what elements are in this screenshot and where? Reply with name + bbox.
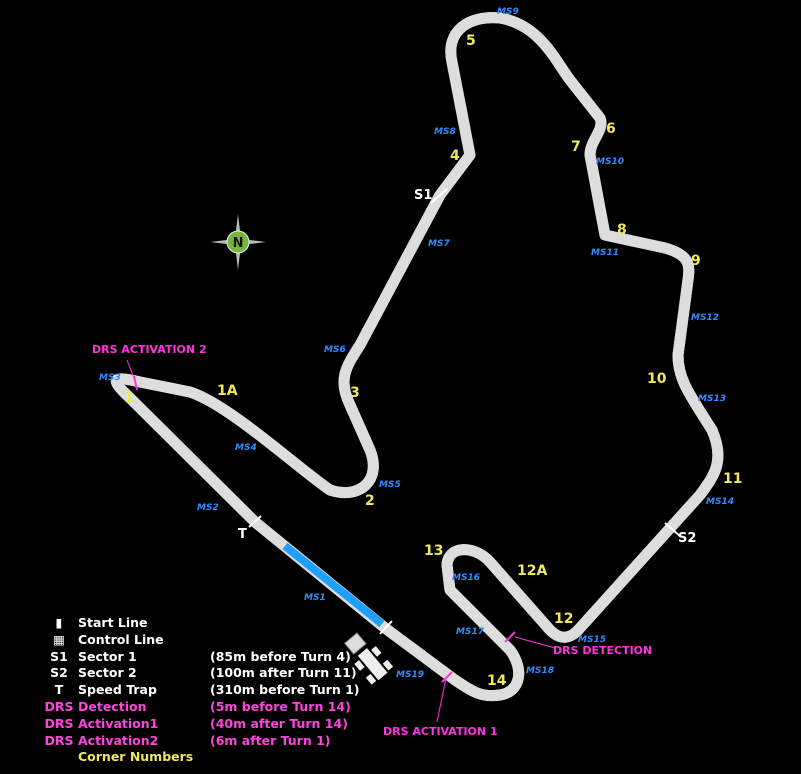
corner-5: 5 bbox=[466, 33, 476, 49]
corner-3: 3 bbox=[350, 385, 360, 401]
ms5: MS5 bbox=[379, 480, 401, 490]
ms18: MS18 bbox=[526, 666, 554, 676]
corner-6: 6 bbox=[606, 121, 616, 137]
ms1: MS1 bbox=[304, 593, 326, 603]
ms11: MS11 bbox=[591, 248, 619, 258]
corner-8: 8 bbox=[617, 222, 627, 238]
ms9: MS9 bbox=[497, 7, 519, 17]
corner-2: 2 bbox=[365, 493, 375, 509]
drs-lines bbox=[126, 359, 556, 723]
corner-9: 9 bbox=[691, 253, 701, 269]
mini-sectors: MS1 MS2 MS3 MS4 MS5 MS6 MS7 MS8 MS9 MS10… bbox=[99, 7, 734, 680]
ms19: MS19 bbox=[396, 670, 424, 680]
corner-13: 13 bbox=[424, 543, 443, 559]
ms2: MS2 bbox=[197, 503, 219, 513]
ms4: MS4 bbox=[235, 443, 257, 453]
ms7: MS7 bbox=[428, 239, 450, 249]
compass: N bbox=[210, 214, 266, 270]
corner-14: 14 bbox=[487, 673, 507, 689]
legend-row-corner-numbers: Corner Numbers bbox=[78, 749, 194, 765]
ms10: MS10 bbox=[596, 157, 624, 167]
drs-activation-1-label: DRS ACTIVATION 1 bbox=[383, 725, 498, 738]
ms16: MS16 bbox=[452, 573, 480, 583]
start-line-icon: ▮ bbox=[55, 615, 63, 630]
sector-1-marker: S1 bbox=[414, 188, 432, 203]
drs-activation-2-label: DRS ACTIVATION 2 bbox=[92, 343, 207, 356]
corner-numbers: 1 1A 2 3 4 5 6 7 8 9 10 11 12 12A 13 14 bbox=[124, 33, 742, 689]
track bbox=[116, 18, 718, 696]
drs-detection-label: DRS DETECTION bbox=[553, 644, 652, 657]
sector-markers: S1 S2 T bbox=[238, 188, 696, 546]
corner-7: 7 bbox=[571, 139, 581, 155]
sector-lines bbox=[248, 188, 682, 635]
ms8: MS8 bbox=[434, 127, 456, 137]
corner-1: 1 bbox=[124, 390, 134, 406]
speed-trap-marker: T bbox=[238, 527, 247, 542]
control-line-icon: ▦ bbox=[53, 631, 65, 647]
ms14: MS14 bbox=[706, 497, 734, 507]
sector-2-marker: S2 bbox=[678, 531, 696, 546]
legend-row-control-line: ▦Control Line bbox=[40, 632, 360, 649]
ms3: MS3 bbox=[99, 373, 121, 383]
compass-north-label: N bbox=[233, 236, 244, 251]
car-icon bbox=[344, 632, 394, 685]
corner-10: 10 bbox=[647, 371, 667, 387]
corner-11: 11 bbox=[723, 471, 742, 487]
ms13: MS13 bbox=[698, 394, 726, 404]
ms12: MS12 bbox=[691, 313, 719, 323]
corner-1a: 1A bbox=[217, 383, 238, 399]
ms15: MS15 bbox=[578, 635, 606, 645]
drs-labels: DRS ACTIVATION 2 DRS DETECTION DRS ACTIV… bbox=[92, 343, 652, 738]
corner-4: 4 bbox=[450, 148, 460, 164]
corner-12: 12 bbox=[554, 611, 573, 627]
drs-zone-main-straight bbox=[282, 542, 385, 628]
ms17: MS17 bbox=[456, 627, 485, 637]
corner-12a: 12A bbox=[517, 563, 547, 579]
ms6: MS6 bbox=[324, 345, 346, 355]
legend-row-start-line: ▮Start Line bbox=[40, 615, 360, 632]
